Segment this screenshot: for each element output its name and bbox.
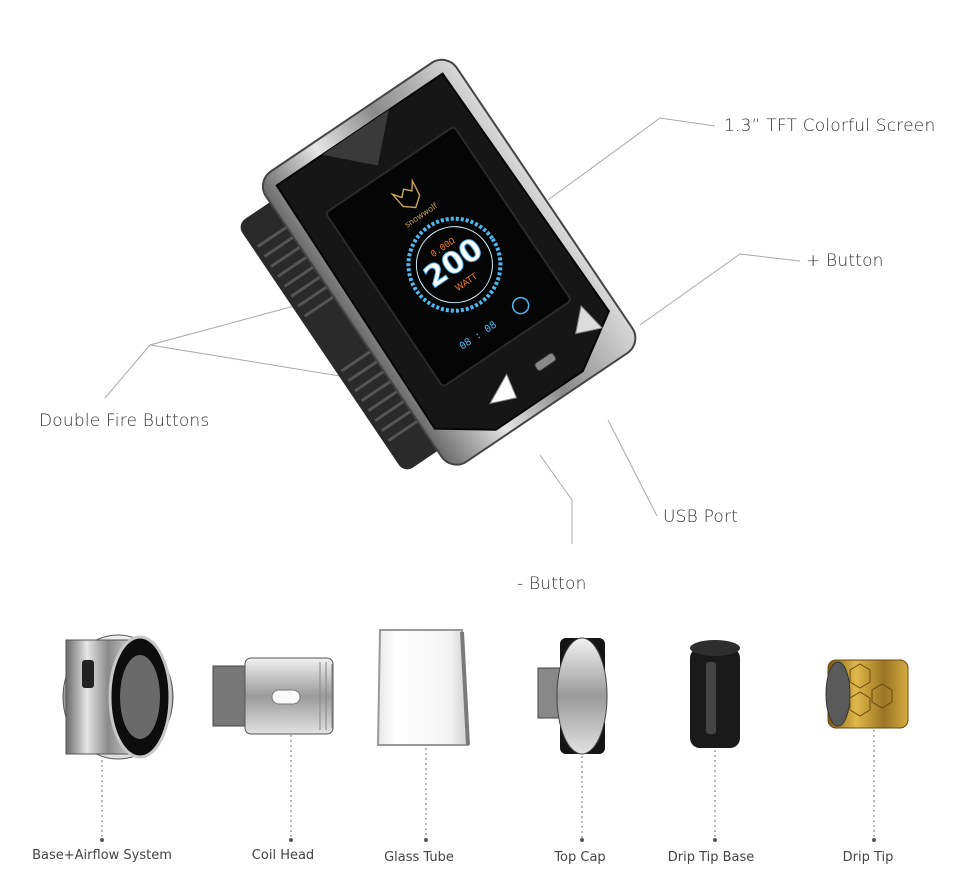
glass-tube-part [376,629,470,746]
part-leader-dots [100,838,876,842]
base-airflow-part [62,634,174,760]
part-label-drip-tip-base: Drip Tip Base [667,850,755,865]
vape-mod: snowwolf 0.00Ω 200 WATT 08 : 08 [240,58,637,470]
callout-plus-button: + Button [806,251,884,271]
minus-button [489,373,518,405]
usb-port-icon [534,352,557,372]
tft-screen [326,126,571,387]
plus-button [575,304,604,335]
callout-usb-port: USB Port [663,507,739,527]
part-label-drip-tip: Drip Tip [842,850,894,865]
callout-screen: 1.3” TFT Colorful Screen [724,116,936,136]
part-label-coil-head: Coil Head [251,848,315,863]
side-grip [240,194,451,470]
drip-tip-part [825,659,909,729]
part-leaders [101,730,875,838]
part-label-top-cap: Top Cap [554,850,606,865]
part-label-base-airflow: Base+Airflow System [32,848,172,863]
drip-tip-base-part [690,640,740,748]
coil-head-part [212,657,334,735]
callout-minus-button: - Button [517,574,587,594]
part-label-glass-tube: Glass Tube [384,850,454,865]
top-cap-part [537,637,608,755]
callout-fire-buttons: Double Fire Buttons [39,411,210,431]
s-mode-icon [511,296,530,315]
